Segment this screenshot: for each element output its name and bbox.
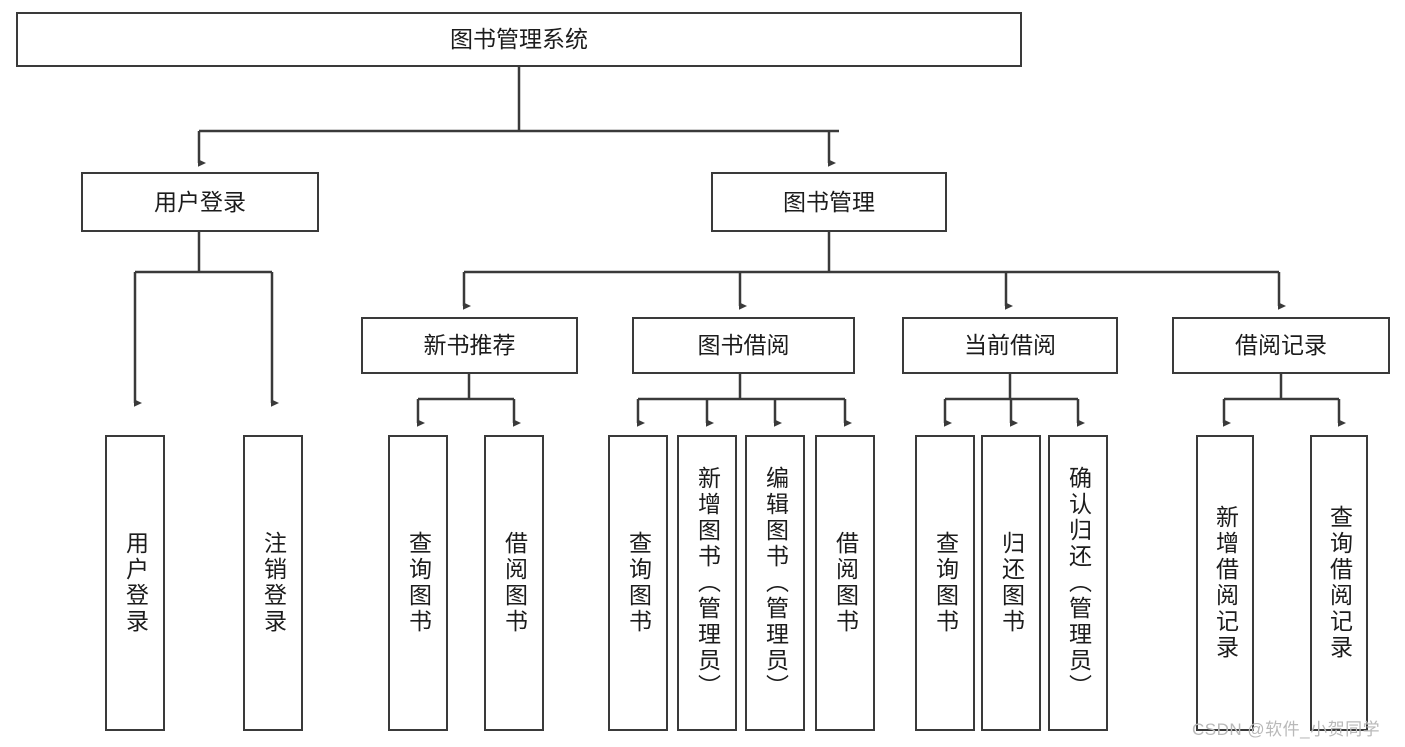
node-label: 编辑图书（管理员） bbox=[762, 466, 789, 700]
csdn-watermark: CSDN @软件_小贺同学 bbox=[1192, 720, 1381, 739]
node-label: 确认归还（管理员） bbox=[1065, 466, 1092, 700]
node-leaf-query-book-borrow[interactable]: 查询图书 bbox=[608, 435, 668, 731]
node-label: 用户登录 bbox=[122, 531, 149, 635]
node-leaf-return-book[interactable]: 归还图书 bbox=[981, 435, 1041, 731]
node-label: 新书推荐 bbox=[423, 332, 516, 359]
node-label: 借阅记录 bbox=[1235, 332, 1327, 359]
node-root-book-management-system[interactable]: 图书管理系统 bbox=[16, 12, 1022, 67]
node-label: 借阅图书 bbox=[832, 531, 859, 635]
node-label: 图书管理系统 bbox=[450, 26, 588, 53]
node-book-management[interactable]: 图书管理 bbox=[711, 172, 947, 232]
node-leaf-edit-book-admin[interactable]: 编辑图书（管理员） bbox=[745, 435, 805, 731]
node-book-borrow[interactable]: 图书借阅 bbox=[632, 317, 855, 374]
node-leaf-query-borrow-record[interactable]: 查询借阅记录 bbox=[1310, 435, 1368, 731]
node-label: 新增图书（管理员） bbox=[694, 466, 721, 700]
node-label: 当前借阅 bbox=[964, 332, 1056, 359]
node-label: 图书借阅 bbox=[697, 332, 790, 359]
node-leaf-borrow-book[interactable]: 借阅图书 bbox=[815, 435, 875, 731]
node-current-borrow[interactable]: 当前借阅 bbox=[902, 317, 1118, 374]
node-leaf-query-book-recommend[interactable]: 查询图书 bbox=[388, 435, 448, 731]
node-label: 新增借阅记录 bbox=[1212, 505, 1239, 661]
node-label: 注销登录 bbox=[260, 531, 287, 635]
node-label: 查询图书 bbox=[405, 531, 432, 635]
node-leaf-confirm-return-admin[interactable]: 确认归还（管理员） bbox=[1048, 435, 1108, 731]
node-leaf-add-book-admin[interactable]: 新增图书（管理员） bbox=[677, 435, 737, 731]
node-label: 用户登录 bbox=[154, 188, 246, 215]
node-leaf-borrow-book-recommend[interactable]: 借阅图书 bbox=[484, 435, 544, 731]
node-label: 图书管理 bbox=[783, 188, 875, 215]
node-user-login[interactable]: 用户登录 bbox=[81, 172, 319, 232]
node-new-book-recommend[interactable]: 新书推荐 bbox=[361, 317, 578, 374]
node-label: 查询图书 bbox=[625, 531, 652, 635]
node-leaf-query-book-current[interactable]: 查询图书 bbox=[915, 435, 975, 731]
node-leaf-logout[interactable]: 注销登录 bbox=[243, 435, 303, 731]
node-label: 借阅图书 bbox=[501, 531, 528, 635]
node-leaf-add-borrow-record[interactable]: 新增借阅记录 bbox=[1196, 435, 1254, 731]
node-label: 查询图书 bbox=[932, 531, 959, 635]
node-label: 查询借阅记录 bbox=[1326, 505, 1353, 661]
node-leaf-user-login[interactable]: 用户登录 bbox=[105, 435, 165, 731]
node-label: 归还图书 bbox=[998, 531, 1025, 635]
node-borrow-record[interactable]: 借阅记录 bbox=[1172, 317, 1390, 374]
